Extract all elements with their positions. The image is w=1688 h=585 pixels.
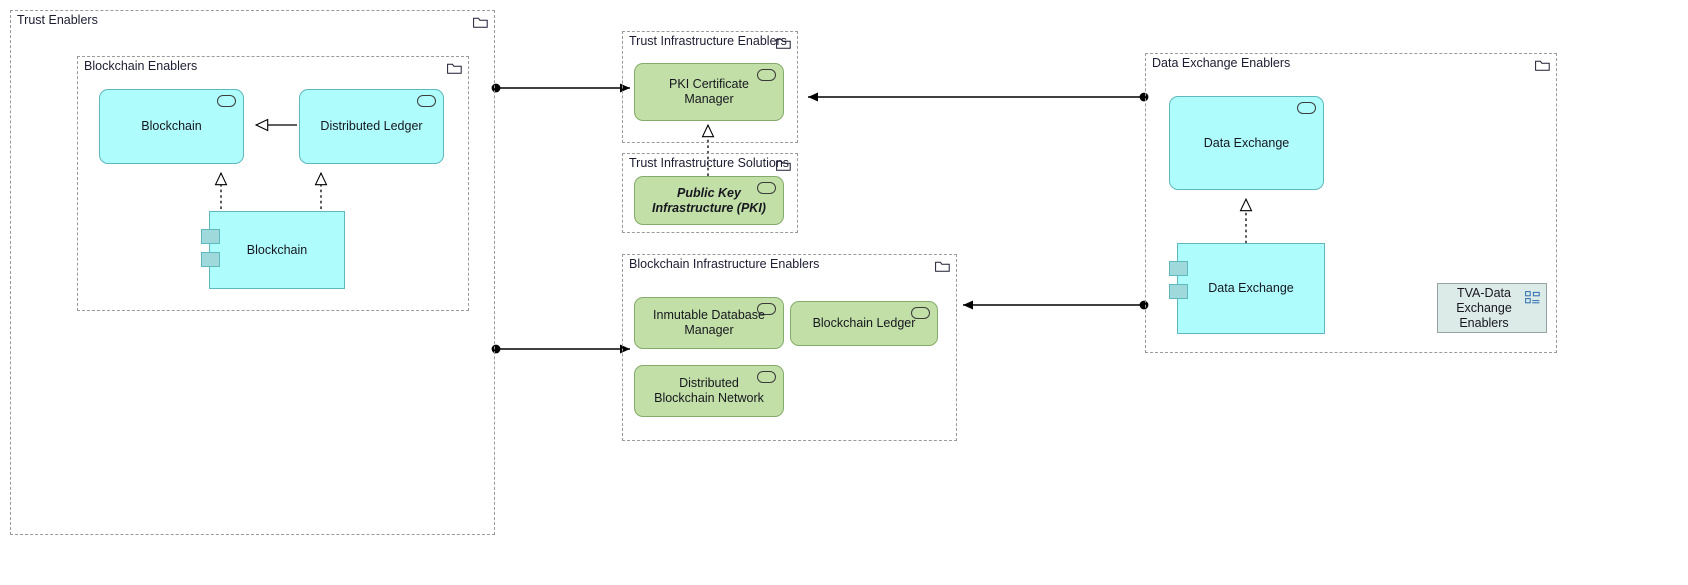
application-service-badge-icon: [217, 95, 236, 107]
node-distributed-ledger[interactable]: Distributed Ledger: [299, 89, 444, 164]
node-public-key-infrastructure-label: Public Key Infrastructure (PKI): [652, 185, 766, 215]
view-reference-tva-data-exchange-enablers[interactable]: TVA-Data Exchange Enablers: [1437, 283, 1547, 333]
folder-icon: [473, 17, 488, 28]
node-inmutable-database-manager[interactable]: Inmutable Database Manager: [634, 297, 784, 349]
node-blockchain-ledger[interactable]: Blockchain Ledger: [790, 301, 938, 346]
component-tab-icon: [1169, 284, 1188, 299]
node-blockchain-component[interactable]: Blockchain: [201, 211, 345, 289]
connection-trust-enablers-to-pki-certificate-manager: [491, 83, 630, 93]
group-trust-enablers[interactable]: Trust Enablers Blockchain Enablers Block…: [10, 10, 495, 535]
node-data-exchange-service-label: Data Exchange: [1203, 135, 1290, 150]
node-data-exchange-component[interactable]: Data Exchange: [1169, 243, 1325, 334]
node-inmutable-database-manager-label: Inmutable Database Manager: [653, 308, 765, 337]
application-service-badge-icon: [911, 307, 930, 319]
group-data-exchange-enablers-label: Data Exchange Enablers: [1152, 56, 1291, 70]
node-distributed-blockchain-network-label: Distributed Blockchain Network: [654, 376, 764, 405]
node-blockchain-ledger-label: Blockchain Ledger: [812, 316, 916, 330]
component-tab-icon: [1169, 261, 1188, 276]
folder-icon: [776, 160, 791, 171]
node-pki-certificate-manager-label: PKI Certificate Manager: [669, 77, 749, 106]
node-blockchain-service-label: Blockchain: [141, 119, 202, 133]
node-pki-certificate-manager[interactable]: PKI Certificate Manager: [634, 63, 784, 121]
application-service-badge-icon: [417, 95, 436, 107]
connection-data-exchange-enablers-to-blockchain-infrastructure-enablers: [963, 300, 1149, 310]
node-blockchain-service[interactable]: Blockchain: [99, 89, 244, 164]
view-reference-label: TVA-Data Exchange Enablers: [1456, 285, 1512, 330]
view-reference-icon: [1525, 291, 1540, 304]
folder-icon: [935, 261, 950, 272]
application-service-badge-icon: [757, 69, 776, 81]
component-tab-icon: [201, 252, 220, 267]
folder-icon: [447, 63, 462, 74]
node-public-key-infrastructure[interactable]: Public Key Infrastructure (PKI): [634, 176, 784, 225]
node-distributed-blockchain-network[interactable]: Distributed Blockchain Network: [634, 365, 784, 417]
application-service-badge-icon: [757, 303, 776, 315]
application-service-badge-icon: [1297, 102, 1316, 114]
connection-trust-enablers-to-blockchain-infrastructure-enablers: [491, 344, 630, 354]
group-trust-infrastructure-enablers-label: Trust Infrastructure Enablers: [629, 34, 787, 48]
group-blockchain-infrastructure-enablers-label: Blockchain Infrastructure Enablers: [629, 257, 820, 271]
folder-icon: [1535, 60, 1550, 71]
group-data-exchange-enablers[interactable]: Data Exchange Enablers: [1145, 53, 1557, 353]
node-data-exchange-service[interactable]: Data Exchange: [1169, 96, 1324, 190]
folder-icon: [776, 38, 791, 49]
group-blockchain-enablers[interactable]: Blockchain Enablers: [77, 56, 469, 311]
component-tab-icon: [201, 229, 220, 244]
application-service-badge-icon: [757, 182, 776, 194]
application-service-badge-icon: [757, 371, 776, 383]
connection-data-exchange-enablers-to-pki-certificate-manager: [808, 92, 1149, 102]
node-data-exchange-component-label: Data Exchange: [1208, 281, 1294, 295]
group-trust-infrastructure-solutions-label: Trust Infrastructure Solutions: [629, 156, 790, 170]
node-distributed-ledger-label: Distributed Ledger: [320, 119, 423, 133]
group-blockchain-infrastructure-enablers[interactable]: Blockchain Infrastructure Enablers: [622, 254, 957, 441]
group-trust-enablers-label: Trust Enablers: [17, 13, 98, 27]
group-trust-infrastructure-enablers[interactable]: Trust Infrastructure Enablers: [622, 31, 798, 143]
group-trust-infrastructure-solutions[interactable]: Trust Infrastructure Solutions: [622, 153, 798, 233]
node-blockchain-component-label: Blockchain: [246, 242, 308, 257]
group-blockchain-enablers-label: Blockchain Enablers: [84, 59, 198, 73]
